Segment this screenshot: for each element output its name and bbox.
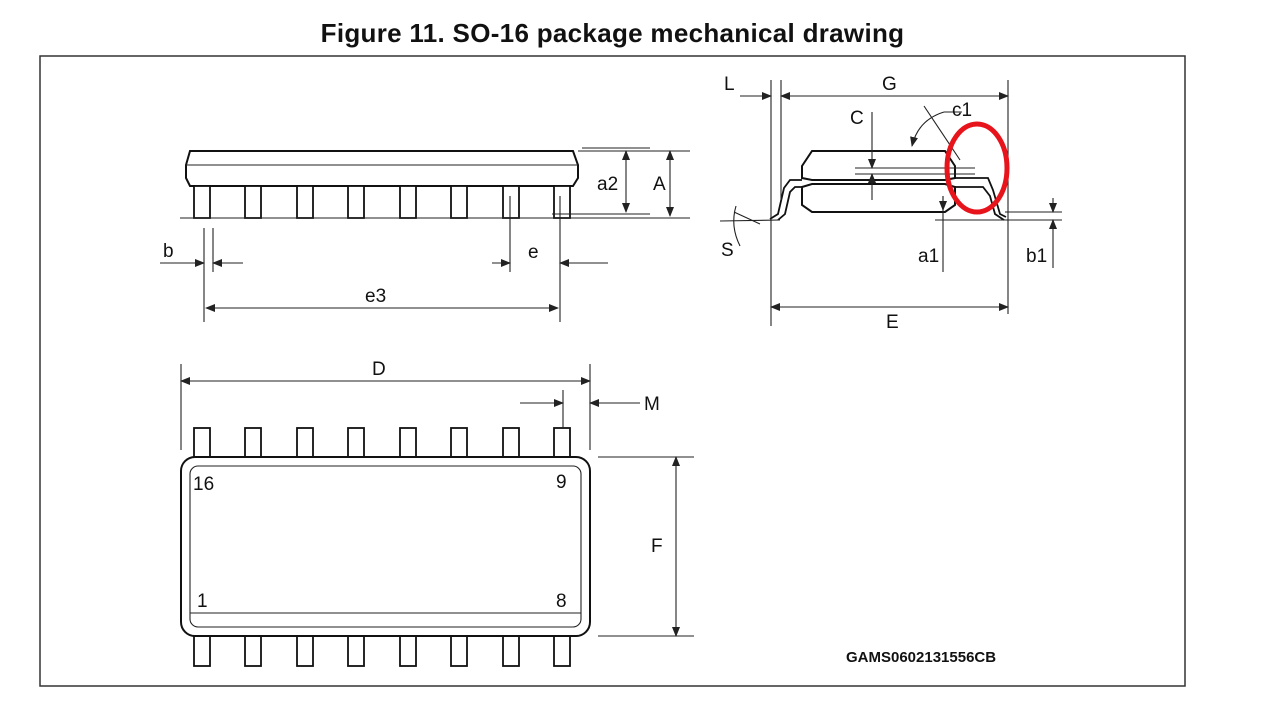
top-lead [296,427,314,460]
bottom-lead [347,633,365,667]
top-lead [193,427,211,460]
top-lead [244,427,262,460]
side-lead [347,185,365,219]
drawing-code: GAMS0602131556CB [846,649,996,666]
bottom-lead [450,633,468,667]
pin-1: 1 [197,591,208,612]
dim-L: L [724,74,735,95]
bottom-lead [553,633,571,667]
highlight-circle [944,121,1010,215]
dim-F: F [651,536,663,557]
side-lead [502,185,520,219]
bottom-lead [193,633,211,667]
dim-c1: c1 [952,100,972,121]
side-lead [244,185,262,219]
dim-M: M [644,394,660,415]
side-view [180,147,690,219]
dim-a2: a2 [597,174,618,195]
end-view [719,150,1062,222]
top-lead [347,427,365,460]
side-lead [450,185,468,219]
top-lead [502,427,520,460]
dim-b1: b1 [1026,246,1047,267]
top-lead [553,427,571,460]
pin-16: 16 [193,474,214,495]
side-lead [193,185,211,219]
figure-title: Figure 11. SO-16 package mechanical draw… [320,18,905,48]
bottom-lead [399,633,417,667]
dim-E: E [886,312,899,333]
bottom-lead [244,633,262,667]
dim-a1: a1 [918,246,939,267]
pin-8: 8 [556,591,567,612]
dim-C: C [850,108,864,129]
dim-A: A [653,174,666,195]
pin-9: 9 [556,472,567,493]
dim-e: e [528,242,539,263]
side-lead [399,185,417,219]
top-lead [399,427,417,460]
dim-S: S [721,240,734,261]
top-view [180,427,591,667]
bottom-lead [502,633,520,667]
dim-b: b [163,241,174,262]
dim-G: G [882,74,897,95]
dim-e3: e3 [365,286,386,307]
figure-frame [39,55,1186,687]
top-lead [450,427,468,460]
side-lead [553,185,571,219]
side-lead [296,185,314,219]
dim-D: D [372,359,386,380]
bottom-lead [296,633,314,667]
